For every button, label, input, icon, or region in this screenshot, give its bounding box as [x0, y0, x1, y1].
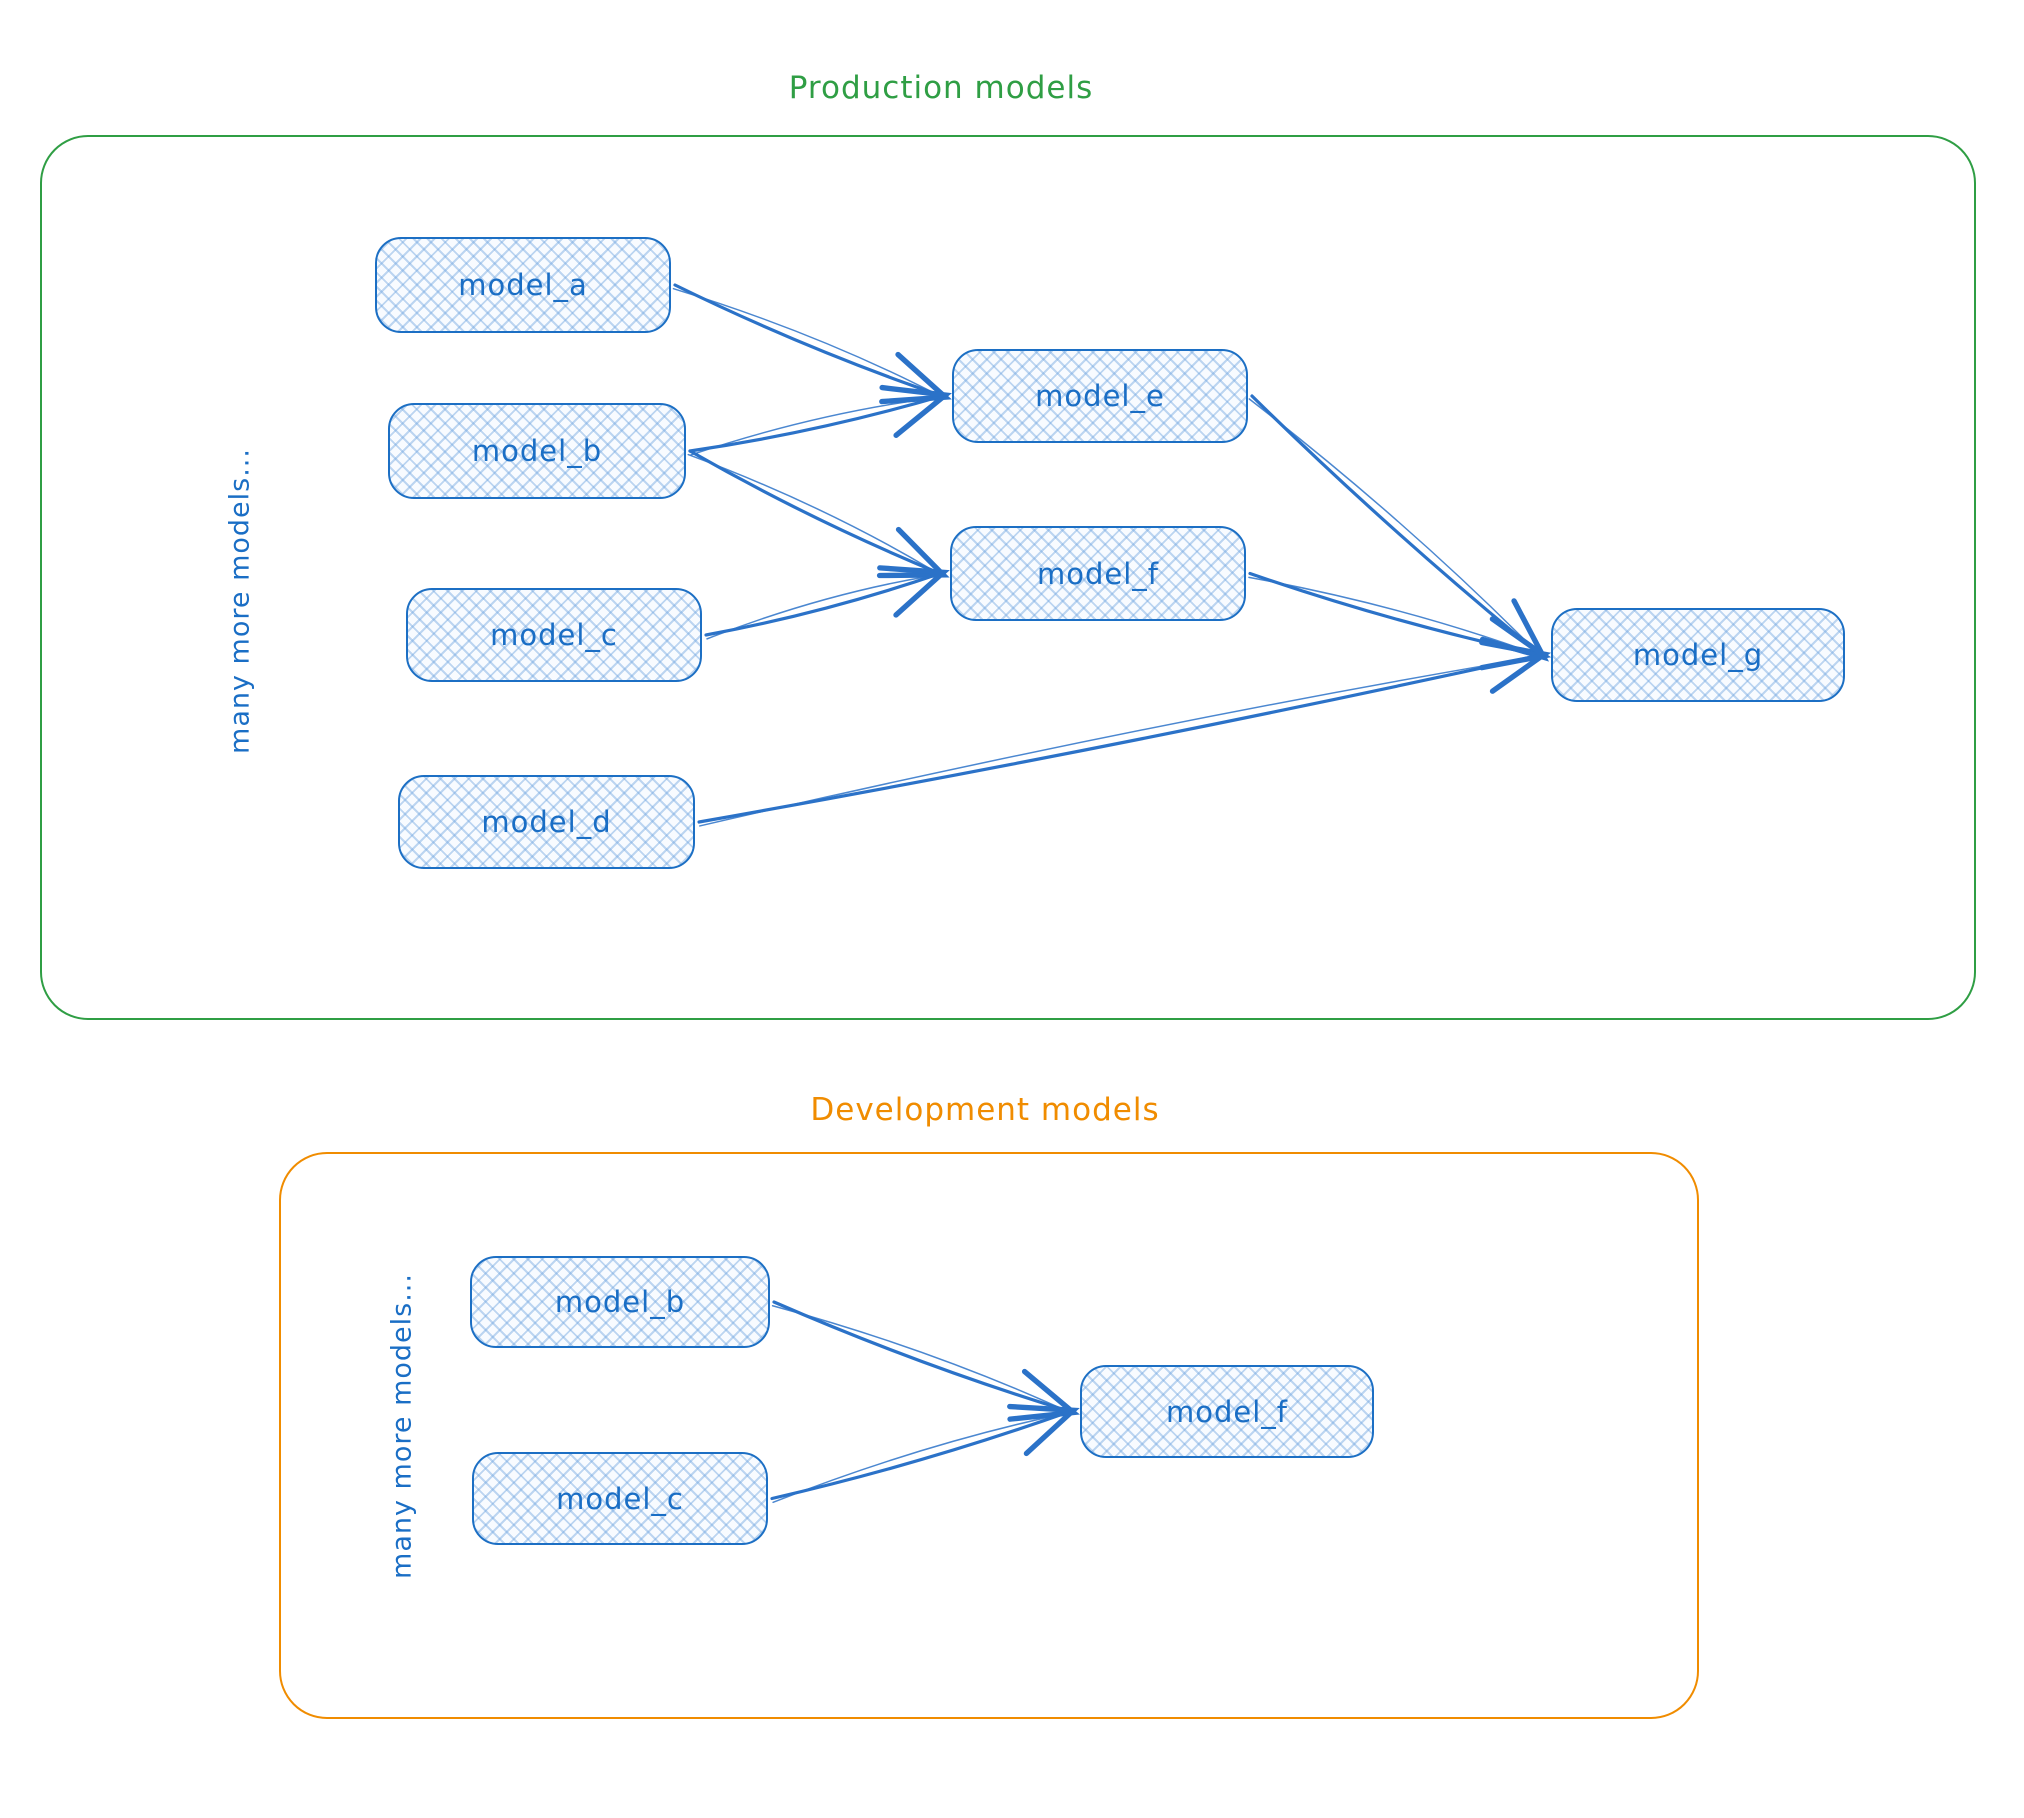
- production-side-label: many more models...: [224, 448, 256, 754]
- node-prod_model_a[interactable]: model_a: [375, 237, 671, 333]
- production-frame[interactable]: [40, 135, 1976, 1020]
- node-dev_model_b[interactable]: model_b: [470, 1256, 770, 1348]
- node-prod_model_b[interactable]: model_b: [388, 403, 686, 499]
- node-prod_model_c[interactable]: model_c: [406, 588, 702, 682]
- node-prod_model_g[interactable]: model_g: [1551, 608, 1845, 702]
- node-label: model_c: [490, 618, 618, 652]
- node-label: model_e: [1035, 379, 1165, 413]
- node-dev_model_c[interactable]: model_c: [472, 1452, 768, 1545]
- development-side-label: many more models...: [386, 1273, 418, 1579]
- node-prod_model_d[interactable]: model_d: [398, 775, 695, 869]
- development-title: Development models: [810, 1092, 1160, 1128]
- node-prod_model_f[interactable]: model_f: [950, 526, 1246, 621]
- node-label: model_b: [554, 1285, 686, 1319]
- development-frame[interactable]: [279, 1152, 1699, 1719]
- node-label: model_g: [1632, 638, 1764, 672]
- node-label: model_d: [481, 805, 612, 839]
- node-label: model_a: [458, 268, 588, 302]
- node-dev_model_f[interactable]: model_f: [1080, 1365, 1374, 1458]
- node-label: model_f: [1165, 1394, 1288, 1429]
- node-prod_model_e[interactable]: model_e: [952, 349, 1248, 443]
- node-label: model_c: [556, 1481, 684, 1516]
- node-label: model_b: [471, 434, 603, 468]
- node-label: model_f: [1036, 556, 1159, 591]
- production-title: Production models: [788, 70, 1094, 106]
